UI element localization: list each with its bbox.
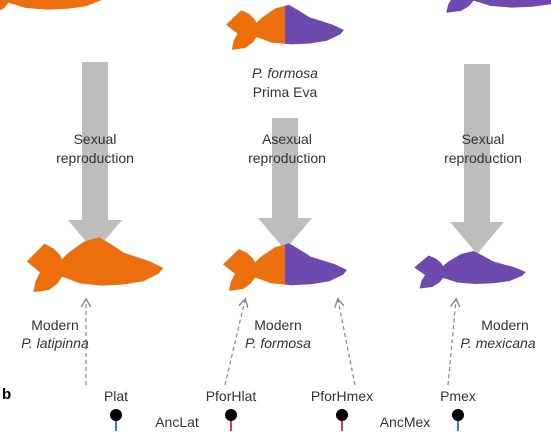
pin-pforhlat-icon (225, 409, 237, 431)
modern-mexicana-species: P. mexicana (460, 335, 536, 351)
right-arrow-label-line1: Sexual (461, 131, 505, 147)
middle-arrow-label-line1: Asexual (262, 131, 312, 147)
pin-pmex-icon (452, 409, 464, 431)
pin-pforhmex-icon (336, 409, 348, 431)
right-arrow-label-line2: reproduction (444, 150, 522, 166)
top-right-fish-icon (439, 0, 551, 13)
panel-b-label-plat: Plat (103, 388, 129, 404)
top-center-hybrid-fish-icon (226, 4, 344, 50)
pin-plat-icon (110, 409, 122, 431)
left-down-arrow-icon (68, 62, 122, 252)
dashed-arrow-formosa-lat (224, 300, 245, 386)
panel-b-label-pforhlat: PforHlat (205, 388, 257, 404)
left-arrow-label-line2: reproduction (56, 150, 134, 166)
prima-eva-name-label: Prima Eva (252, 84, 318, 100)
panel-b-letter: b (2, 386, 12, 403)
modern-formosa-hybrid-fish-icon (223, 243, 347, 291)
middle-arrow-label-line2: reproduction (248, 150, 326, 166)
panel-b-label-pmex: Pmex (440, 388, 476, 404)
prima-eva-species-label: P. formosa (252, 65, 318, 81)
modern-formosa-species: P. formosa (245, 335, 311, 351)
modern-formosa-prefix: Modern (254, 317, 302, 333)
top-left-fish-icon (0, 0, 106, 15)
modern-latipinna-prefix: Modern (31, 317, 79, 333)
modern-latipinna-species: P. latipinna (21, 335, 89, 351)
panel-b-label-pforhmex: PforHmex (310, 388, 374, 404)
panel-b-ancestor-anclat: AncLat (155, 414, 199, 430)
right-down-arrow-icon (450, 64, 504, 254)
panel-b-ancestor-ancmex: AncMex (379, 414, 431, 430)
left-arrow-label-line1: Sexual (73, 131, 117, 147)
dashed-arrow-mexicana (447, 300, 456, 386)
modern-mexicana-fish-icon (414, 251, 526, 289)
modern-mexicana-prefix: Modern (481, 317, 529, 333)
modern-latipinna-fish-icon (26, 237, 164, 293)
dashed-arrow-formosa-mex (338, 300, 356, 386)
middle-down-arrow-icon (258, 118, 312, 250)
